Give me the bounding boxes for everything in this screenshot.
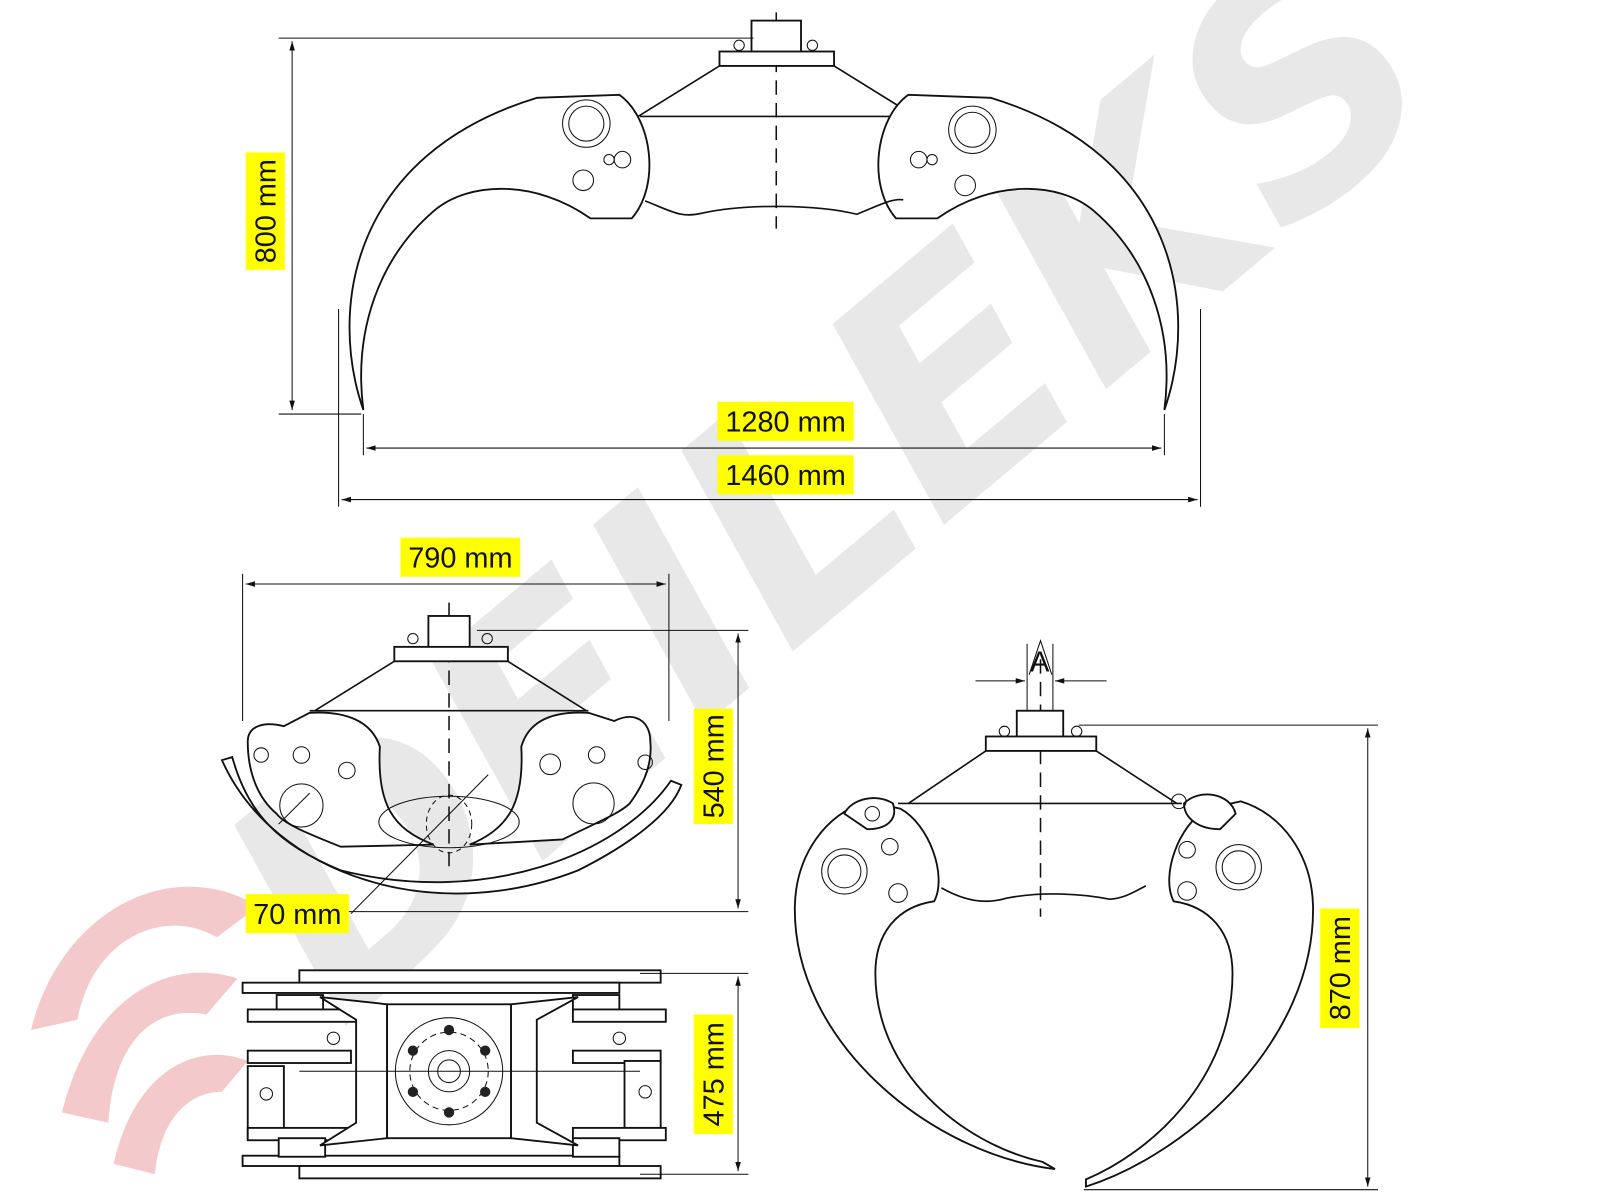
label-1280: 1280 mm (717, 401, 854, 441)
label-800: 800 mm (245, 152, 285, 270)
dimension-top-height: 800 mm (251, 159, 283, 263)
label-870: 870 mm (1320, 908, 1360, 1028)
front-left-arm (793, 797, 1056, 1171)
front-right-arm (1085, 793, 1314, 1188)
dimension-pin-diameter: 70 mm (253, 899, 341, 931)
dimension-top-outer-width: 1460 mm (725, 460, 845, 492)
top-view-grapple (278, 12, 1202, 507)
watermark-logo (30, 886, 259, 1175)
label-540: 540 mm (693, 708, 733, 825)
side-view-grapple (220, 573, 749, 915)
dimension-side-width: 790 mm (408, 543, 512, 575)
view-marker-a: A (1030, 647, 1050, 679)
front-view-grapple: A (793, 639, 1379, 1191)
top-right-arm (877, 93, 1180, 411)
top-left-arm (348, 93, 651, 411)
label-475: 475 mm (693, 1014, 733, 1135)
label-1460: 1460 mm (717, 455, 854, 495)
dimension-front-height: 870 mm (1325, 916, 1357, 1020)
dimension-top-inner-width: 1280 mm (725, 407, 845, 439)
dimension-side-height: 540 mm (699, 714, 731, 818)
plan-view-rotator (241, 969, 749, 1180)
dimension-plan-height: 475 mm (699, 1022, 731, 1126)
label-70: 70 mm (245, 894, 349, 934)
label-790: 790 mm (400, 537, 521, 577)
